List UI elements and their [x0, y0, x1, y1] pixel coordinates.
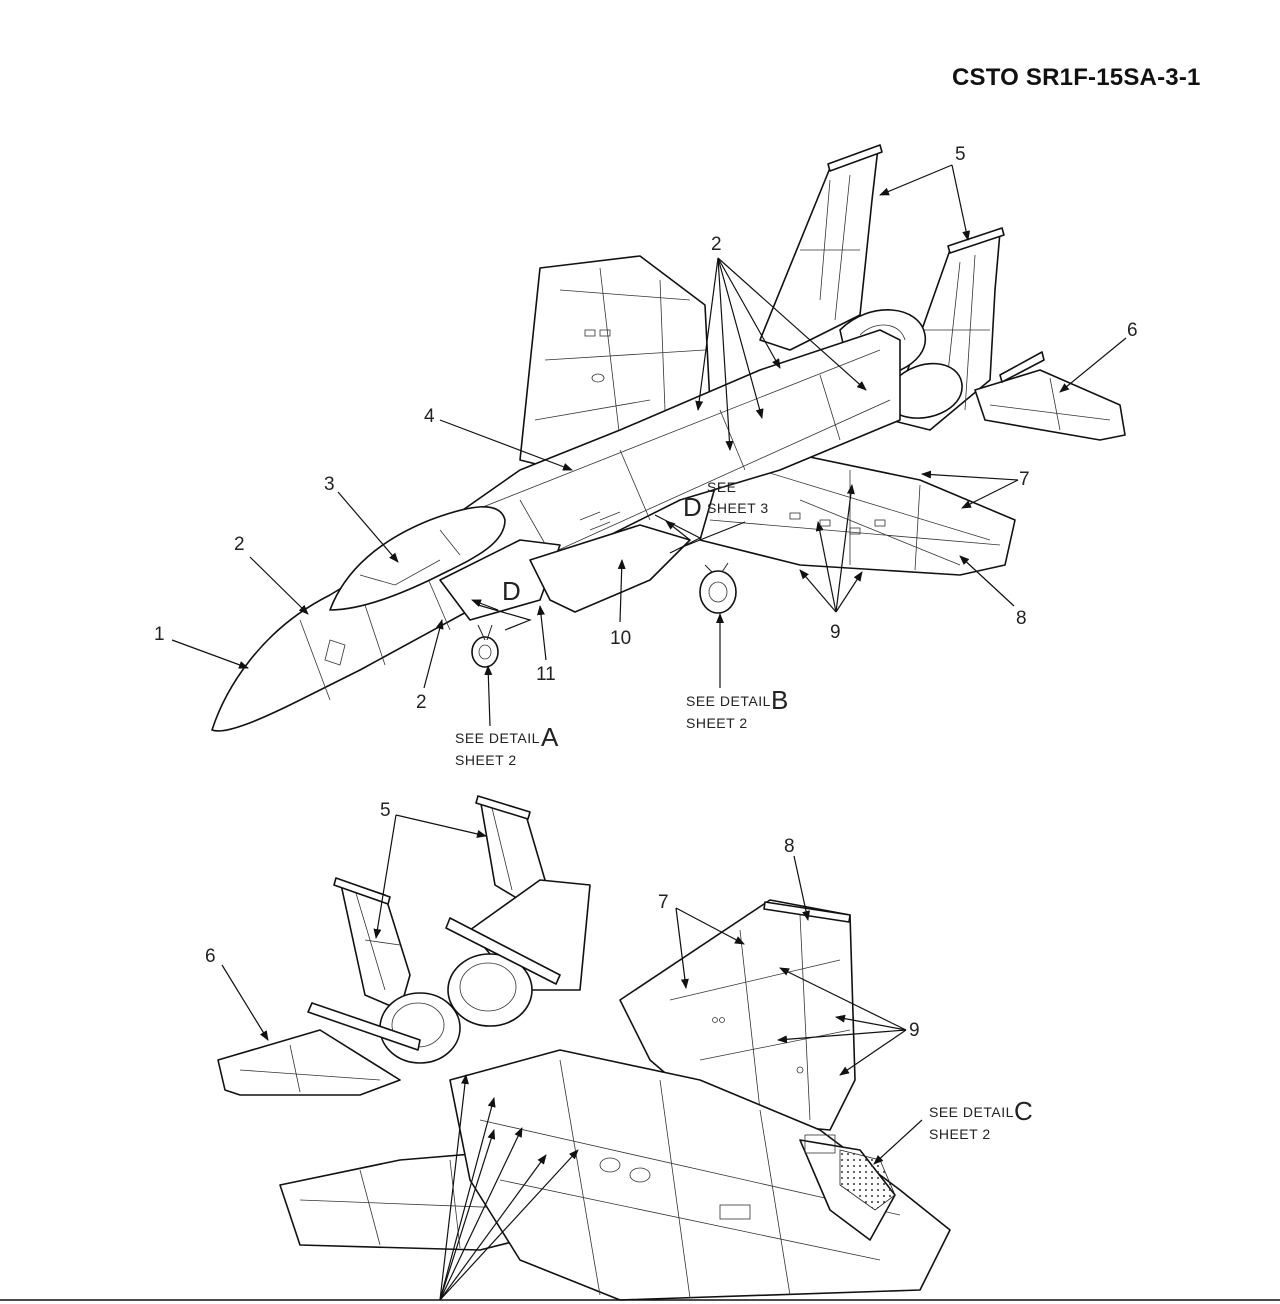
lower-fuselage: [449, 1049, 951, 1301]
callout-2: 2: [234, 534, 245, 555]
note-see-sheet3-line2: SHEET 3: [707, 500, 769, 516]
note-see-detail-b-line1: SEE DETAIL: [686, 693, 771, 709]
callout-8: 8: [784, 836, 795, 857]
view-letter-d-upper: D: [683, 492, 702, 522]
callout-3: 3: [324, 474, 335, 495]
upper-engine-nozzle-right: [894, 362, 963, 419]
callout-7: 7: [1019, 469, 1030, 490]
callout-9: 9: [830, 622, 841, 643]
lower-aircraft-view: [217, 795, 951, 1301]
note-see-detail-c-line1: SEE DETAIL: [929, 1104, 1014, 1120]
callout-6: 6: [205, 946, 216, 967]
note-see-detail-b-line2: SHEET 2: [686, 715, 748, 731]
callout-11: 11: [536, 664, 556, 685]
callout-6: 6: [1127, 320, 1138, 341]
note-see-detail-c-line2: SHEET 2: [929, 1126, 991, 1142]
lower-right-wing: [619, 899, 856, 1131]
callout-1: 1: [154, 624, 165, 645]
upper-nose-gear-wheel: [471, 636, 499, 668]
callout-2: 2: [711, 234, 722, 255]
callout-5: 5: [955, 144, 966, 165]
upper-main-gear-wheel: [699, 570, 737, 614]
callout-5: 5: [380, 800, 391, 821]
callout-8: 8: [1016, 608, 1027, 629]
upper-right-stabilator: [974, 369, 1126, 441]
view-letter-d-lower: D: [502, 576, 521, 606]
upper-aircraft-view: [211, 144, 1126, 732]
leader-lines: [0, 164, 1280, 1301]
detail-letter-c: C: [1014, 1096, 1033, 1126]
detail-letter-b: B: [771, 685, 788, 715]
note-see-detail-a-line2: SHEET 2: [455, 752, 517, 768]
document-id: CSTO SR1F-15SA-3-1: [952, 64, 1201, 91]
callout-9: 9: [909, 1020, 920, 1041]
note-see-detail-a-line1: SEE DETAIL: [455, 730, 540, 746]
callout-10: 10: [610, 628, 631, 649]
callout-labels: 1 2 3 4 2 2 5 6 7 8 9 10 11 5 6 7 8 9 SE…: [154, 144, 1138, 1142]
upper-right-wing: [699, 454, 1016, 576]
callout-7: 7: [658, 892, 669, 913]
detail-letter-a: A: [541, 722, 559, 752]
lower-engine-nozzle-right: [447, 953, 533, 1027]
upper-canopy: [329, 506, 506, 611]
lower-left-stabilator: [217, 1029, 401, 1096]
upper-center-section: [529, 524, 691, 613]
note-see-sheet3-line1: SEE: [707, 479, 737, 495]
callout-2: 2: [416, 692, 427, 713]
callout-4: 4: [424, 406, 435, 427]
